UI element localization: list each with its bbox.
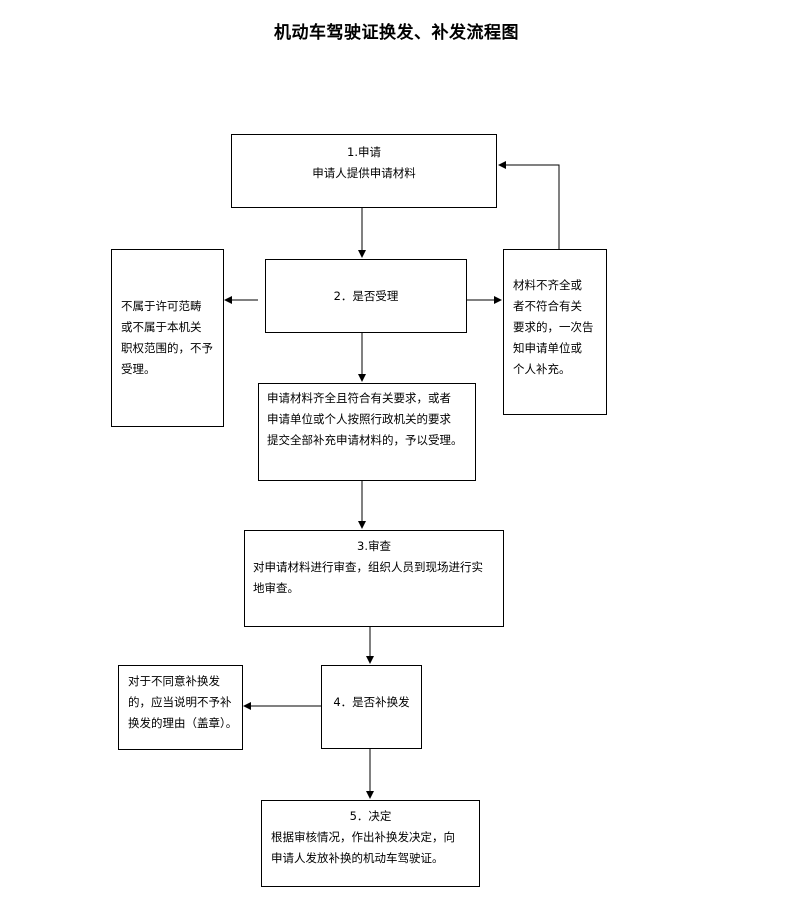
step-accept-decision-heading: 2．是否受理 [333, 289, 399, 303]
step-review-line-1: 对申请材料进行审查，组织人员到现场进行实 [253, 560, 483, 574]
not-in-scope-line-4: 受理。 [121, 362, 156, 376]
step-decision-box: 5．决定 根据审核情况，作出补换发决定，向 申请人发放补换的机动车驾驶证。 [261, 800, 480, 887]
incomplete-line-2: 者不符合有关 [513, 299, 582, 313]
incomplete-materials-box: 材料不齐全或 者不符合有关 要求的，一次告 知申请单位或 个人补充。 [503, 249, 607, 415]
step-review-line-2: 地审查。 [253, 581, 299, 595]
step-apply-heading: 1.申请 [347, 145, 381, 159]
incomplete-line-1: 材料不齐全或 [513, 278, 582, 292]
not-in-scope-box: 不属于许可范畴 或不属于本机关 职权范围的，不予 受理。 [111, 249, 224, 427]
incomplete-line-3: 要求的，一次告 [513, 320, 594, 334]
incomplete-line-5: 个人补充。 [513, 362, 571, 376]
not-in-scope-line-2: 或不属于本机关 [121, 320, 202, 334]
step-accept-decision-box: 2．是否受理 [265, 259, 467, 333]
rejected-line-1: 对于不同意补换发 [128, 674, 220, 688]
incomplete-line-4: 知申请单位或 [513, 341, 582, 355]
rejected-box: 对于不同意补换发 的，应当说明不予补 换发的理由（盖章）。 [118, 665, 243, 750]
step-reissue-decision-heading: 4．是否补换发 [333, 695, 410, 709]
not-in-scope-line-1: 不属于许可范畴 [121, 299, 202, 313]
step-review-heading: 3.审查 [357, 539, 391, 553]
rejected-line-3: 换发的理由（盖章）。 [128, 716, 238, 730]
step-reissue-decision-box: 4．是否补换发 [321, 665, 422, 749]
step-review-box: 3.审查 对申请材料进行审查，组织人员到现场进行实 地审查。 [244, 530, 504, 627]
accepted-box: 申请材料齐全且符合有关要求，或者 申请单位或个人按照行政机关的要求 提交全部补充… [258, 383, 476, 481]
rejected-line-2: 的，应当说明不予补 [128, 695, 232, 709]
accepted-line-2: 申请单位或个人按照行政机关的要求 [267, 412, 451, 426]
step-decision-heading: 5．决定 [349, 809, 392, 823]
arrow-incomplete-back-to-apply [498, 161, 560, 249]
step-apply-text: 申请人提供申请材料 [312, 166, 416, 180]
accepted-line-3: 提交全部补充申请材料的，予以受理。 [267, 433, 463, 447]
step-decision-line-1: 根据审核情况，作出补换发决定，向 [271, 830, 455, 844]
accepted-line-1: 申请材料齐全且符合有关要求，或者 [267, 391, 451, 405]
not-in-scope-line-3: 职权范围的，不予 [121, 341, 213, 355]
page-title: 机动车驾驶证换发、补发流程图 [274, 23, 519, 43]
step-decision-line-2: 申请人发放补换的机动车驾驶证。 [271, 851, 444, 865]
step-apply-box: 1.申请 申请人提供申请材料 [231, 134, 497, 208]
